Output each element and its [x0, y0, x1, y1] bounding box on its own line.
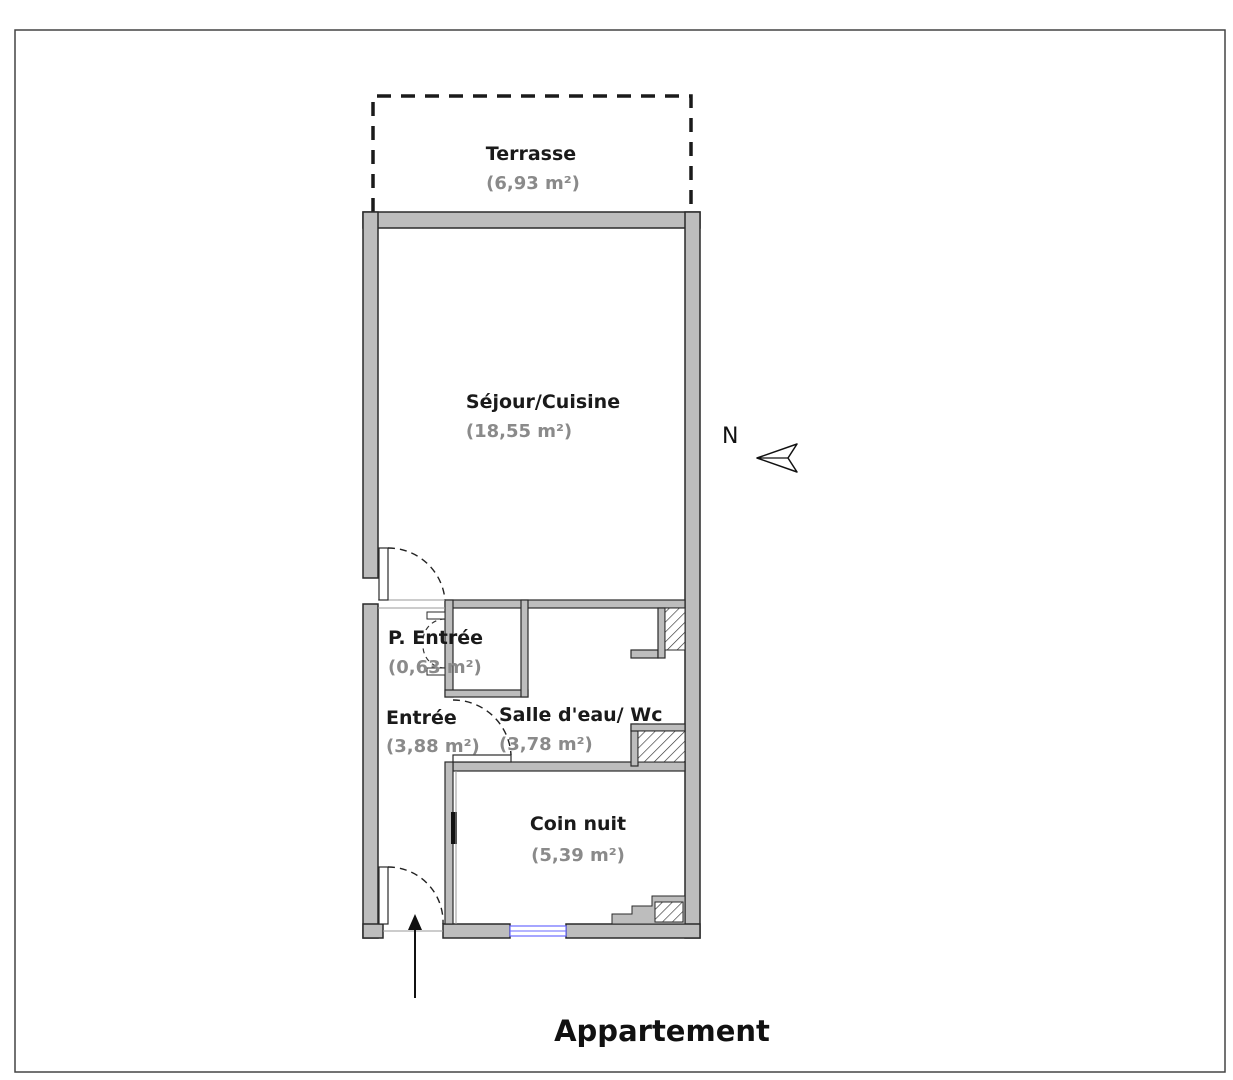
- wall-left-lower: [362, 603, 379, 939]
- sliding-door: [451, 812, 457, 844]
- door-sejour: [378, 547, 446, 601]
- room-area-coin-nuit: (5,39 m²): [531, 845, 625, 866]
- partition-sejour-bottom: [444, 599, 686, 609]
- duct-upper-wall: [630, 649, 659, 659]
- duct-hatch-upper: [664, 607, 686, 651]
- partition-placard-bottom: [444, 689, 529, 698]
- room-name-salle-eau: Salle d'eau/ Wc: [499, 704, 662, 726]
- page-frame: [14, 29, 1226, 1073]
- duct-hatch-middle: [637, 730, 686, 763]
- door-entree: [378, 866, 444, 925]
- wall-bottom-right: [565, 923, 701, 939]
- room-name-sejour: Séjour/Cuisine: [466, 391, 620, 413]
- wall-right: [684, 211, 701, 939]
- north-label: N: [722, 424, 738, 449]
- wall-left-upper: [362, 211, 379, 579]
- room-name-entree: Entrée: [386, 707, 457, 729]
- interior-walls: [444, 599, 686, 925]
- wall-top: [362, 211, 701, 229]
- terrace-outline: [371, 94, 693, 212]
- room-area-salle-eau: (3,78 m²): [499, 734, 593, 755]
- room-area-terrasse: (6,93 m²): [486, 173, 580, 194]
- room-area-p-entree: (0,63 m²): [388, 657, 482, 678]
- opening-lines: [378, 599, 457, 932]
- partition-placard-right: [520, 599, 529, 698]
- door-salle-eau: [452, 699, 512, 763]
- partition-sde-bottom: [452, 761, 686, 772]
- wall-bottom-mid: [442, 923, 511, 939]
- room-area-entree: (3,88 m²): [386, 736, 480, 757]
- door-placard: [422, 611, 446, 676]
- entrance-arrow-icon: [408, 914, 422, 998]
- duct-upper-side: [657, 607, 666, 659]
- room-name-p-entree: P. Entrée: [388, 627, 483, 649]
- room-name-terrasse: Terrasse: [486, 143, 576, 165]
- room-area-sejour: (18,55 m²): [466, 421, 572, 442]
- plan-title: Appartement: [554, 1014, 770, 1048]
- wall-bottom-left: [362, 923, 384, 939]
- north-arrow-icon: [756, 443, 798, 473]
- window-bottom: [509, 925, 567, 937]
- room-name-coin-nuit: Coin nuit: [530, 813, 626, 835]
- duct-hatch-lower: [611, 895, 686, 925]
